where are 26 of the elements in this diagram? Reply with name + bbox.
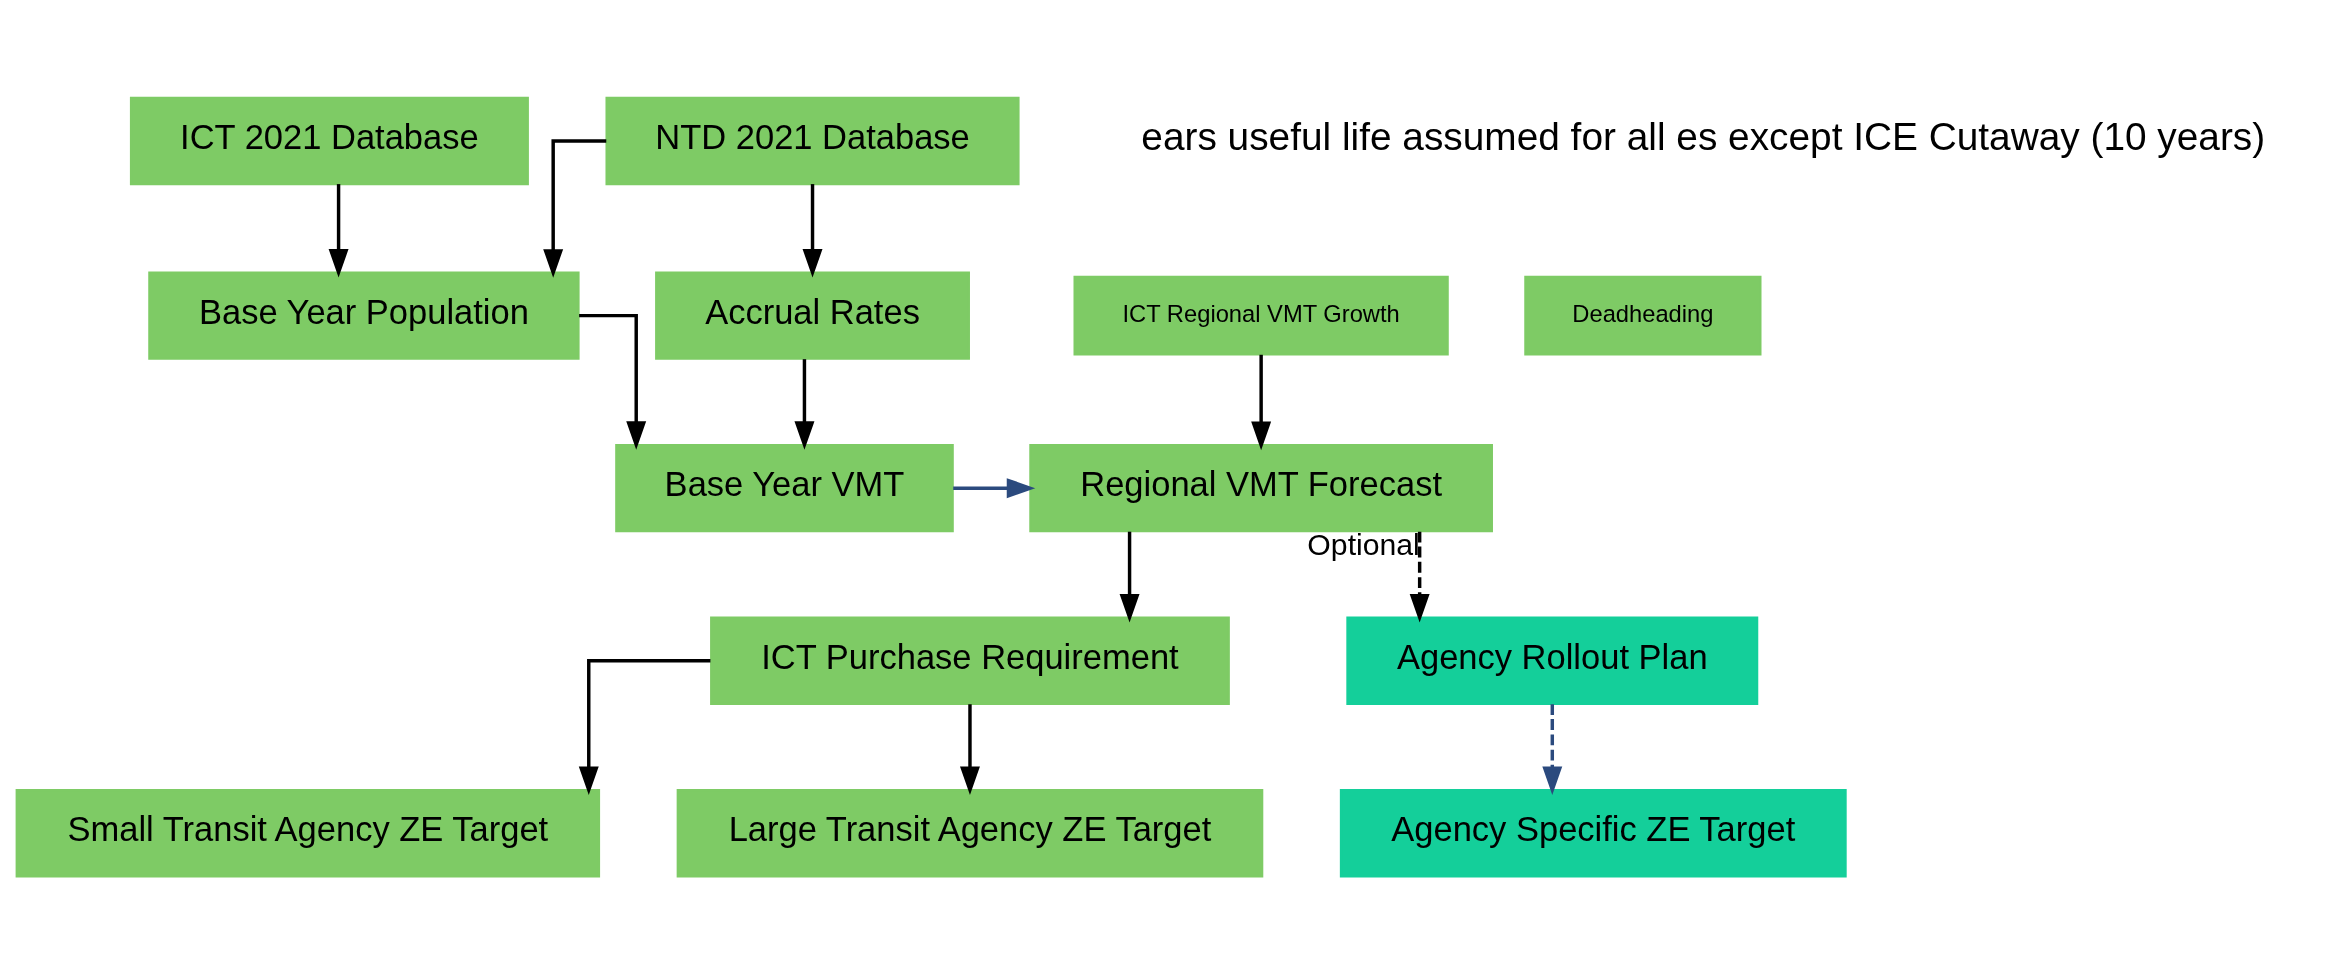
node-box: Regional VMT Forecast <box>1029 443 1493 533</box>
arrow <box>953 478 1036 499</box>
arrow <box>328 184 349 278</box>
arrow <box>1542 704 1563 795</box>
arrow <box>578 658 711 795</box>
node-box: Agency Rollout Plan <box>1346 616 1759 705</box>
node-box: NTD 2021 Database <box>605 96 1020 186</box>
node-box: ICT Purchase Requirement <box>710 616 1230 705</box>
arrow <box>960 704 980 795</box>
arrow <box>1409 531 1430 623</box>
arrow <box>579 313 647 450</box>
node-box: ICT Regional VMT Growth <box>1073 275 1449 356</box>
node-box: Base Year Population <box>148 271 580 360</box>
node-box: Large Transit Agency ZE Target <box>676 789 1264 878</box>
node-box: Accrual Rates <box>655 271 970 360</box>
label: ears useful life assumed for all es except ICE Cutaway (10 years) <box>1141 115 2266 159</box>
arrow <box>1119 531 1140 623</box>
arrow <box>802 184 823 278</box>
arrow <box>794 359 815 450</box>
arrow <box>543 139 607 278</box>
node-box: Base Year VMT <box>615 443 954 533</box>
arrow <box>1251 354 1272 451</box>
node-box: Small Transit Agency ZE Target <box>15 789 601 878</box>
node-box: Agency Specific ZE Target <box>1339 789 1847 878</box>
node-box: ICT 2021 Database <box>129 96 529 186</box>
node-box: Deadheading <box>1524 275 1762 356</box>
